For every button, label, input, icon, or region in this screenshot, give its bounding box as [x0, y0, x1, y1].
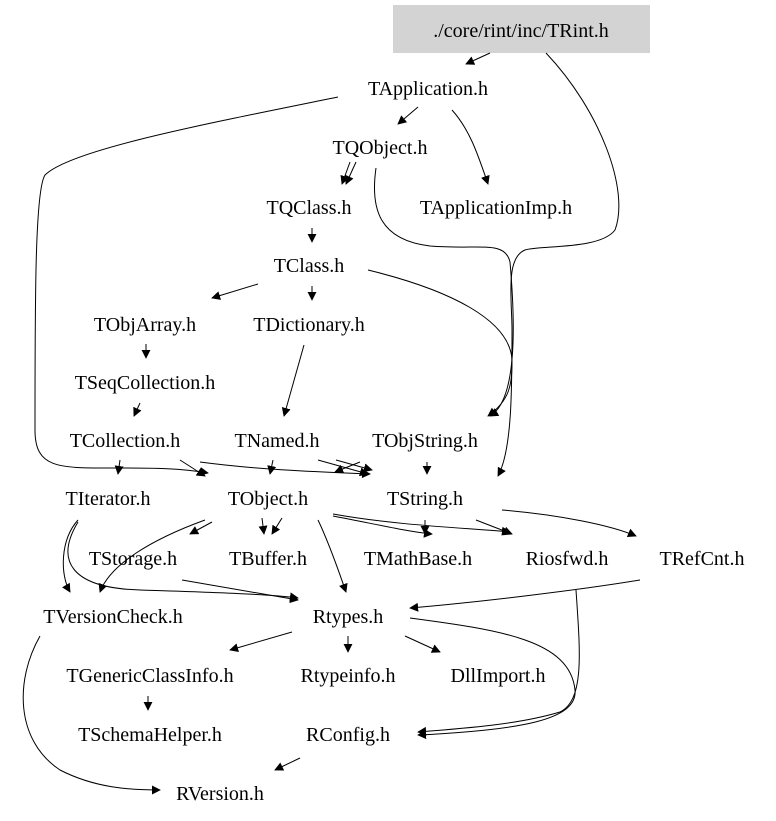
- node-tnamed[interactable]: TNamed.h: [235, 430, 320, 452]
- edge-tcollection-titerator: [114, 459, 124, 475]
- edge-tversioncheck-rversion: [22, 635, 161, 795]
- nodes: ./core/rint/inc/TRint.h TApplication.h T…: [43, 20, 744, 805]
- edge-riosfwd-rconfig: [417, 589, 580, 736]
- edge-tclass-tobjstring: [367, 269, 513, 417]
- edge-tqobject-tqclass-a: [340, 161, 351, 185]
- edge-tobject-tbuffer-a: [258, 517, 268, 535]
- edge-tqobject-tstring: [373, 167, 514, 417]
- node-tqclass[interactable]: TQClass.h: [267, 197, 352, 219]
- node-dllimport[interactable]: DllImport.h: [451, 665, 546, 687]
- edge-tobject-rtypes: [317, 519, 348, 593]
- node-rtypes[interactable]: Rtypes.h: [313, 606, 384, 628]
- edge-tseqcollection-tcollection: [133, 402, 142, 417]
- node-tobject[interactable]: TObject.h: [228, 488, 308, 510]
- edge-tqobject-tqclass-b: [345, 161, 357, 185]
- node-tstorage[interactable]: TStorage.h: [89, 548, 177, 570]
- node-rversion[interactable]: RVersion.h: [176, 783, 264, 805]
- node-tbuffer[interactable]: TBuffer.h: [229, 548, 307, 570]
- edge-titerator-rtypes: [67, 521, 299, 602]
- edge-tobject-riosfwd: [332, 513, 511, 536]
- node-rconfig[interactable]: RConfig.h: [306, 724, 390, 746]
- root-node-box[interactable]: [393, 5, 650, 53]
- node-rtypeinfo[interactable]: Rtypeinfo.h: [301, 665, 396, 687]
- node-trefcnt[interactable]: TRefCnt.h: [660, 548, 745, 570]
- edge-rconfig-rversion: [274, 757, 301, 771]
- edge-titerator-tversioncheck: [62, 519, 79, 593]
- node-tapplicationimp[interactable]: TApplicationImp.h: [420, 197, 572, 219]
- edge-tclass-tobjarray: [211, 283, 259, 300]
- edge-tobjstring-tobject: [334, 461, 361, 474]
- node-titerator[interactable]: TIterator.h: [66, 488, 151, 510]
- edge-tcollection-tstring: [199, 461, 371, 479]
- edge-tapplication-tqobject: [397, 106, 419, 125]
- edge-rtypes-dllimport: [404, 635, 441, 653]
- node-tversioncheck[interactable]: TVersionCheck.h: [43, 606, 182, 628]
- node-tstring[interactable]: TString.h: [387, 488, 463, 510]
- node-tapplication[interactable]: TApplication.h: [368, 78, 488, 100]
- edge-trefcnt-rtypes: [409, 579, 641, 612]
- edge-root-tstring: [497, 52, 620, 477]
- node-tobjarray[interactable]: TObjArray.h: [94, 314, 196, 336]
- edge-tnamed-tobject: [267, 459, 277, 475]
- edge-tapplication-tobject: [34, 96, 339, 477]
- edge-rtypes-rconfig: [409, 617, 576, 740]
- edge-tobject-tversioncheck: [98, 519, 206, 593]
- node-tcollection[interactable]: TCollection.h: [70, 430, 181, 452]
- edge-tdictionary-tnamed: [281, 344, 305, 417]
- edge-tobject-tstorage: [189, 521, 213, 535]
- edge-tcollection-tobject: [179, 459, 206, 477]
- node-tseqcollection[interactable]: TSeqCollection.h: [75, 372, 216, 394]
- node-root[interactable]: ./core/rint/inc/TRint.h: [433, 20, 609, 42]
- edge-tapplication-tapplicationimp: [451, 109, 490, 185]
- node-riosfwd[interactable]: Riosfwd.h: [526, 548, 609, 570]
- node-tmathbase[interactable]: TMathBase.h: [364, 548, 472, 570]
- edge-rtypes-tgenericclassinfo: [229, 631, 293, 653]
- edge-tstring-riosfwd: [475, 519, 513, 536]
- node-tschemahelper[interactable]: TSchemaHelper.h: [78, 724, 222, 746]
- node-tqobject[interactable]: TQObject.h: [333, 137, 428, 159]
- edge-tstring-trefcnt: [501, 509, 637, 537]
- edges: [22, 52, 641, 795]
- node-tdictionary[interactable]: TDictionary.h: [253, 314, 364, 336]
- edge-tobject-tbuffer-b: [271, 517, 283, 535]
- edge-tnamed-tstring-b: [335, 459, 373, 473]
- node-tgenericclassinfo[interactable]: TGenericClassInfo.h: [66, 665, 233, 687]
- node-tobjstring[interactable]: TObjString.h: [372, 430, 478, 452]
- node-tclass[interactable]: TClass.h: [274, 255, 345, 277]
- edge-tstorage-rtypes: [181, 579, 299, 604]
- edge-root-tapplication: [465, 52, 491, 65]
